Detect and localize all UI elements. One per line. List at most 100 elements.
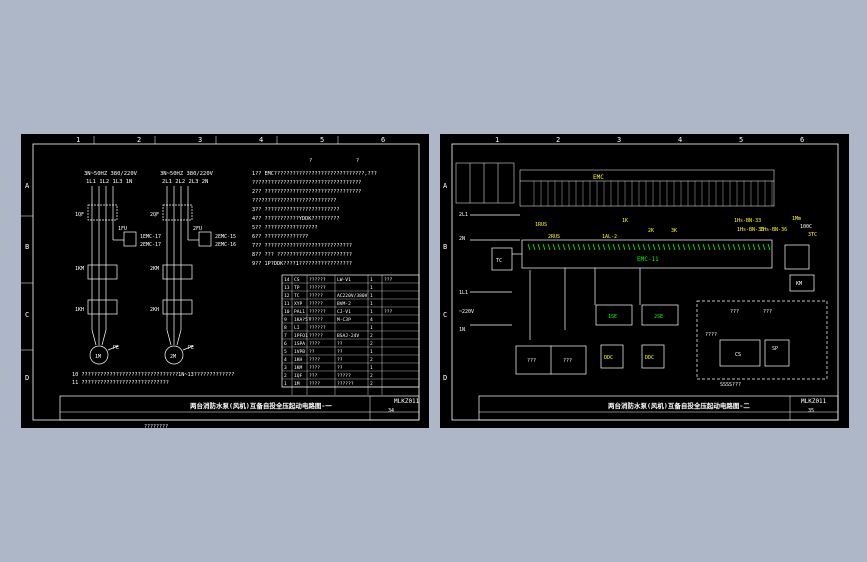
parts-table-cell: 1SPA bbox=[294, 341, 305, 347]
parts-table-cell: 1M bbox=[294, 381, 300, 387]
supply-1l1: 1L1 bbox=[459, 290, 468, 296]
row-letter: A bbox=[25, 182, 30, 190]
emc-terminal bbox=[682, 243, 686, 251]
fu-label-2: 2FU bbox=[193, 226, 202, 232]
emc-terminal bbox=[567, 243, 571, 251]
col-number: 2 bbox=[556, 136, 560, 144]
supply-2n: 2N bbox=[459, 236, 465, 242]
parts-table-cell: CJ-V1 bbox=[337, 309, 351, 315]
cs-label-1: ???? bbox=[705, 332, 717, 338]
parts-table-cell: 7 bbox=[284, 333, 287, 339]
right-grid-index: 1 2 3 4 5 6 A B C D bbox=[443, 136, 804, 382]
note-line: 9?? 1P?DDK????1????????????????? bbox=[252, 261, 352, 267]
parts-table-cell: 1QF bbox=[294, 373, 303, 379]
ddc-box-2: DDC bbox=[645, 355, 654, 361]
ddc-box-1: DDC bbox=[604, 355, 613, 361]
emc-terminal bbox=[592, 243, 596, 251]
parts-table-cell: 2 bbox=[370, 341, 373, 347]
ref-label-2b: 2EMC-16 bbox=[215, 242, 236, 248]
note-line: 6?? ?????????????? bbox=[252, 234, 308, 240]
parts-table-cell: 1 bbox=[370, 277, 373, 283]
right-drawing-no: MLKZ011 bbox=[801, 398, 827, 405]
parts-table-cell: LW-V1 bbox=[337, 277, 351, 283]
note-line: 3?? ???????????????????????? bbox=[252, 207, 339, 213]
note-line: 7?? ???????????????????????????? bbox=[252, 243, 352, 249]
parts-table-cell: 1VPB bbox=[294, 349, 305, 355]
pe-label-2: PE bbox=[188, 345, 194, 351]
emc-terminal bbox=[752, 243, 756, 251]
col-number: 3 bbox=[617, 136, 621, 144]
col-number: 6 bbox=[381, 136, 385, 144]
parts-table-cell: ???? bbox=[309, 357, 320, 363]
parts-table-cell: ????? bbox=[309, 317, 323, 323]
ref-1k: 1K bbox=[622, 218, 628, 224]
col-number: 6 bbox=[800, 136, 804, 144]
emc-terminal bbox=[577, 243, 581, 251]
cs-label-2: ??? bbox=[730, 309, 739, 315]
emc-terminal bbox=[597, 243, 601, 251]
col-number: 4 bbox=[678, 136, 682, 144]
se-box-1: 1SE bbox=[608, 314, 617, 320]
parts-table-cell: BVM-2 bbox=[337, 301, 351, 307]
col-number: 4 bbox=[259, 136, 263, 144]
parts-table-cell: ??? bbox=[384, 277, 393, 283]
motor-2-symbol bbox=[164, 345, 184, 365]
parts-table-cell: CS bbox=[294, 277, 300, 283]
parts-table-cell: 6 bbox=[284, 341, 287, 347]
parts-table-cell: 2 bbox=[370, 357, 373, 363]
ref-label-2a: 2EMC-15 bbox=[215, 234, 236, 240]
parts-table-cell: ????? bbox=[309, 333, 323, 339]
bottom-note: 10 ???????????????????????????????1N~13?… bbox=[72, 372, 234, 378]
right-sheet-paper bbox=[440, 134, 849, 428]
emc-terminal bbox=[692, 243, 696, 251]
note-line: 1?? EMC?????????????????????????????,??? bbox=[252, 171, 377, 177]
parts-table-cell: ?? bbox=[337, 365, 343, 371]
notes-block: ? ? 1?? EMC?????????????????????????????… bbox=[72, 158, 377, 386]
parts-table-cell: 13 bbox=[284, 285, 290, 291]
supply-1n: 1N bbox=[459, 327, 465, 333]
emc-terminal bbox=[587, 243, 591, 251]
ref-1mm: 1Mm bbox=[792, 216, 801, 222]
parts-table-cell: 8 bbox=[284, 325, 287, 331]
emc-terminal bbox=[602, 243, 606, 251]
header-grid bbox=[455, 162, 775, 207]
pe-label-1: PE bbox=[113, 345, 119, 351]
emc-terminal bbox=[607, 243, 611, 251]
cs-label-3: ??? bbox=[763, 309, 772, 315]
left-drawing-no: MLKZ011 bbox=[394, 398, 420, 405]
emc-terminal bbox=[562, 243, 566, 251]
row-letter: B bbox=[25, 243, 29, 251]
emc-terminal bbox=[732, 243, 736, 251]
note-line: ??????????????????????????? bbox=[252, 198, 336, 204]
emc-terminal bbox=[642, 243, 646, 251]
parts-table-cell: 1 bbox=[370, 309, 373, 315]
ref-hs-36: 1Hs-BN-36 bbox=[760, 227, 787, 233]
right-sheet: 1 2 3 4 5 6 A B C D EMC EMC-11 1RUS bbox=[440, 134, 849, 428]
note-line: 5?? ????????????????? bbox=[252, 225, 318, 231]
supply-label-1: 3N~50HZ 380/220V bbox=[84, 171, 138, 177]
emc-terminal bbox=[702, 243, 706, 251]
parts-table-cell: LI bbox=[294, 325, 300, 331]
emc-terminal bbox=[722, 243, 726, 251]
se-box-2: 2SE bbox=[654, 314, 663, 320]
right-title: 两台消防水泵(风机)互备自投全压起动电路图-二 bbox=[608, 401, 750, 410]
top-right-tag: 100C bbox=[800, 224, 812, 230]
kh-label-2: 2KH bbox=[150, 307, 159, 313]
notes-header: ? bbox=[309, 158, 312, 164]
row-letter: C bbox=[25, 311, 29, 319]
emc-terminal bbox=[767, 243, 771, 251]
parts-table-cell: 5 bbox=[284, 349, 287, 355]
emc-terminal bbox=[667, 243, 671, 251]
parts-table-cell: ?? bbox=[337, 357, 343, 363]
parts-table-cell: M-C3P bbox=[337, 317, 351, 323]
row-letter: A bbox=[443, 182, 448, 190]
emc-terminal bbox=[627, 243, 631, 251]
emc-terminal bbox=[747, 243, 751, 251]
parts-table-cell: 2 bbox=[370, 373, 373, 379]
parts-table-cell: ?????? bbox=[337, 381, 354, 387]
parts-table-cell: TP bbox=[294, 285, 300, 291]
col-number: 5 bbox=[739, 136, 743, 144]
parts-table-cell: 1 bbox=[370, 325, 373, 331]
emc-terminal bbox=[742, 243, 746, 251]
